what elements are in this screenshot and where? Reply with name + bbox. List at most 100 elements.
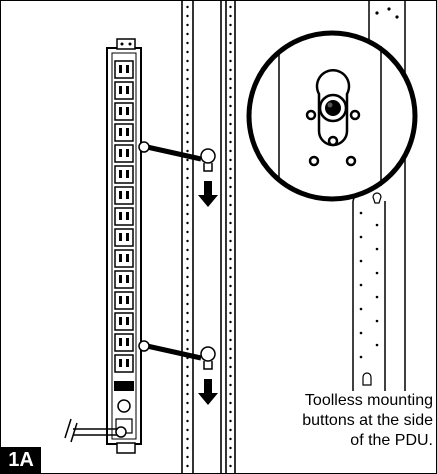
rail-hole bbox=[186, 284, 189, 288]
down-arrow-lower bbox=[198, 379, 218, 405]
front-rack-rails bbox=[181, 1, 236, 473]
rail-hole bbox=[186, 149, 189, 153]
zoom-callout bbox=[246, 30, 418, 202]
rail-hole bbox=[186, 68, 189, 72]
rail-hole bbox=[186, 320, 189, 324]
rail-hole bbox=[186, 131, 189, 135]
rail-hole bbox=[186, 50, 189, 54]
rail-hole bbox=[229, 32, 232, 36]
rail-hole bbox=[229, 68, 232, 72]
rail-hole bbox=[186, 158, 189, 162]
rail-hole-pattern bbox=[186, 5, 232, 468]
rail-hole bbox=[186, 338, 189, 342]
rail-hole bbox=[229, 320, 232, 324]
rail-hole bbox=[186, 212, 189, 216]
rail-hole bbox=[229, 221, 232, 225]
outlet-icon bbox=[114, 102, 134, 121]
rail-hole bbox=[186, 230, 189, 234]
rail-hole bbox=[229, 185, 232, 189]
rail-hole bbox=[229, 203, 232, 207]
rail-hole bbox=[186, 392, 189, 396]
rail-hole bbox=[229, 338, 232, 342]
rail-hole bbox=[186, 302, 189, 306]
rail-hole bbox=[186, 401, 189, 405]
rail-hole bbox=[186, 176, 189, 180]
rail-hole bbox=[229, 167, 232, 171]
rail-hole bbox=[186, 383, 189, 387]
rail-hole bbox=[186, 185, 189, 189]
rail-hole bbox=[229, 14, 232, 18]
power-cord bbox=[64, 418, 127, 443]
rail-hole bbox=[186, 329, 189, 333]
screw-holes-detail bbox=[305, 109, 361, 167]
rail-hole bbox=[186, 248, 189, 252]
outlet-icon bbox=[114, 60, 134, 79]
rail-hole bbox=[229, 248, 232, 252]
rail-hole bbox=[229, 194, 232, 198]
outlet-icon bbox=[114, 249, 134, 268]
outlet-icon bbox=[114, 270, 134, 289]
rail-hole bbox=[186, 275, 189, 279]
rail-hole bbox=[229, 374, 232, 378]
rail-hole bbox=[186, 167, 189, 171]
outlet-icon bbox=[114, 186, 134, 205]
rail-hole bbox=[229, 437, 232, 441]
outlet-icon bbox=[114, 228, 134, 247]
down-arrow-upper bbox=[198, 181, 218, 207]
figure-caption: Toolless mounting buttons at the side of… bbox=[233, 391, 433, 451]
rail-hole bbox=[229, 302, 232, 306]
rail-hole bbox=[229, 230, 232, 234]
rail-hole bbox=[186, 464, 189, 468]
rail-hole bbox=[229, 275, 232, 279]
rail-hole bbox=[229, 446, 232, 450]
rail-hole bbox=[229, 392, 232, 396]
outlet-icon bbox=[114, 81, 134, 100]
rail-hole bbox=[186, 41, 189, 45]
rail-hole bbox=[186, 419, 189, 423]
outlet-icon bbox=[114, 144, 134, 163]
rail-hole bbox=[229, 23, 232, 27]
rail-hole bbox=[229, 329, 232, 333]
rail-hole bbox=[186, 239, 189, 243]
mounting-button-upper bbox=[138, 141, 150, 153]
outlet-icon bbox=[114, 291, 134, 310]
rail-hole bbox=[229, 95, 232, 99]
rail-hole bbox=[229, 356, 232, 360]
rail-hole bbox=[186, 59, 189, 63]
rail-hole bbox=[229, 455, 232, 459]
keyhole-lower bbox=[200, 346, 216, 370]
rail-hole bbox=[229, 401, 232, 405]
rail-hole bbox=[229, 284, 232, 288]
rail-hole bbox=[229, 365, 232, 369]
rail-hole bbox=[186, 347, 189, 351]
pdu-unit bbox=[106, 38, 150, 454]
rail-hole bbox=[229, 59, 232, 63]
rail-hole bbox=[186, 32, 189, 36]
outlet-icon bbox=[114, 207, 134, 226]
rail-hole bbox=[186, 23, 189, 27]
caption-line-1: Toolless mounting bbox=[304, 392, 433, 409]
rail-hole bbox=[229, 122, 232, 126]
rail-hole bbox=[229, 140, 232, 144]
mounting-straps bbox=[146, 144, 202, 361]
rail-hole bbox=[229, 113, 232, 117]
rail-hole bbox=[186, 410, 189, 414]
mounting-button-detail bbox=[318, 93, 348, 123]
rail-hole bbox=[186, 113, 189, 117]
rail-hole bbox=[186, 86, 189, 90]
rail-hole bbox=[229, 293, 232, 297]
rail-hole bbox=[229, 86, 232, 90]
rail-hole bbox=[186, 311, 189, 315]
rail-hole bbox=[229, 257, 232, 261]
rail-hole bbox=[229, 464, 232, 468]
rail-hole bbox=[186, 77, 189, 81]
rail-hole bbox=[229, 176, 232, 180]
rail-hole bbox=[229, 41, 232, 45]
rail-hole bbox=[229, 410, 232, 414]
rail-hole bbox=[229, 131, 232, 135]
rail-hole bbox=[186, 95, 189, 99]
rail-hole bbox=[229, 158, 232, 162]
rail-hole bbox=[229, 104, 232, 108]
rail-hole bbox=[186, 203, 189, 207]
